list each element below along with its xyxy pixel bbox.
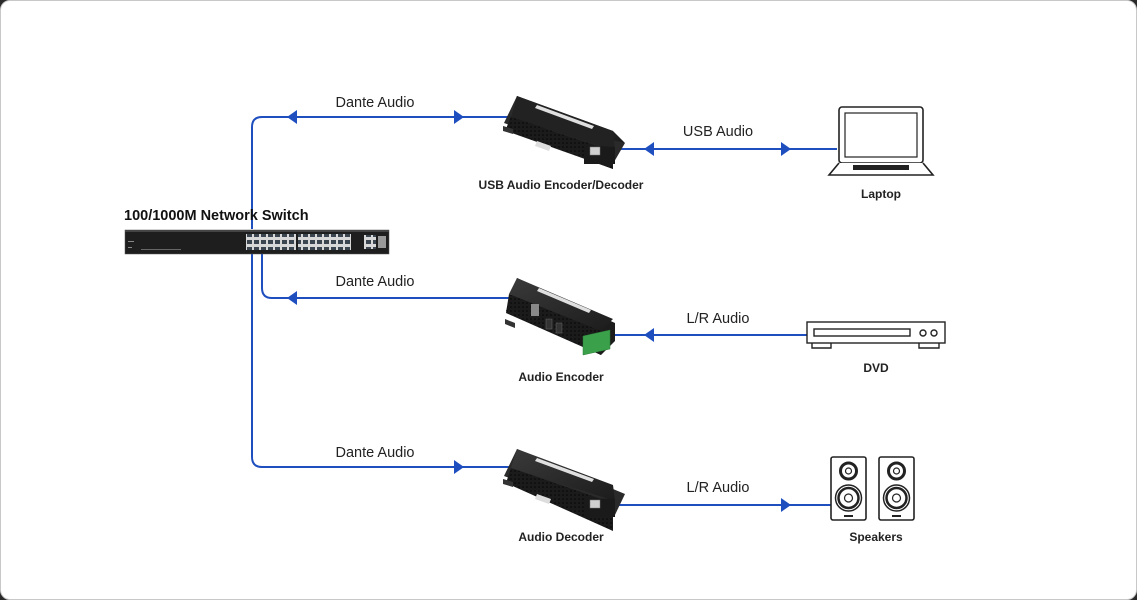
arrow-left-dante-middle [287, 291, 297, 305]
arrow-right-dante-top [454, 110, 464, 124]
device-label-usb-encoder-decoder: USB Audio Encoder/Decoder [478, 178, 644, 192]
device-label-dvd: DVD [863, 361, 889, 375]
arrow-right-dante-bottom [454, 460, 464, 474]
audio-encoder-device [505, 278, 615, 356]
ethernet-port-icon [589, 499, 601, 509]
arrow-left-dante-top [287, 110, 297, 124]
switch-ports [246, 234, 351, 250]
link-label-usb: USB Audio [682, 124, 754, 140]
link-label-lr-out: L/R Audio [686, 480, 750, 496]
arrow-left-usb [644, 142, 654, 156]
switch-uplink-ports [364, 235, 376, 249]
device-label-audio-encoder: Audio Encoder [518, 370, 604, 384]
link-label-dante-middle: Dante Audio [335, 274, 415, 290]
arrow-right-usb [781, 142, 791, 156]
device-label-speakers: Speakers [849, 530, 903, 544]
link-dante-bottom [251, 253, 513, 468]
switch-label: 100/1000M Network Switch [124, 208, 309, 224]
speakers-icon [830, 456, 915, 521]
arrowheads [287, 110, 791, 512]
arrow-left-lr-in [644, 328, 654, 342]
terminal-block-icon [582, 329, 611, 356]
device-label-laptop: Laptop [861, 187, 901, 201]
laptop-icon [827, 106, 935, 176]
network-switch [124, 229, 390, 255]
audio-decoder-device [503, 449, 625, 531]
ethernet-port-icon [589, 146, 601, 156]
dvd-player-icon [806, 321, 946, 349]
link-label-dante-top: Dante Audio [335, 95, 415, 111]
link-dante-middle [261, 253, 513, 299]
device-label-audio-decoder: Audio Decoder [518, 530, 604, 544]
link-label-dante-bottom: Dante Audio [335, 445, 415, 461]
speaker-right-icon [878, 456, 915, 521]
link-label-lr-in: L/R Audio [686, 311, 750, 327]
speaker-left-icon [830, 456, 867, 521]
usb-encoder-decoder-device [503, 96, 625, 169]
link-dante-top [251, 116, 513, 229]
arrow-right-lr-out [781, 498, 791, 512]
